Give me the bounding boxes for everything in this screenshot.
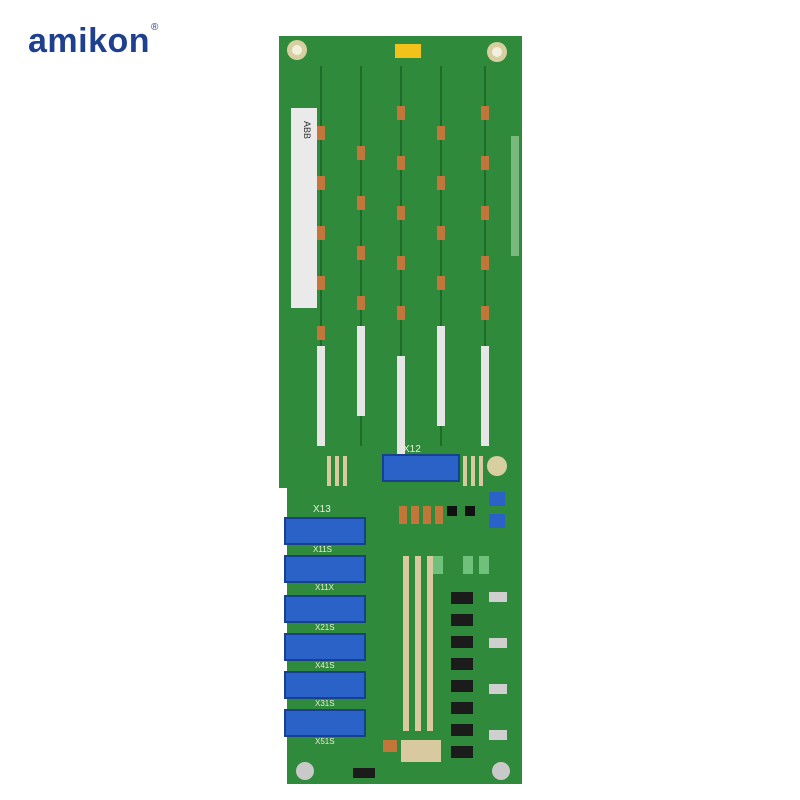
connector-x11s [284, 517, 366, 545]
bottom-component [383, 740, 397, 752]
connector-label-x12: X12 [403, 444, 421, 455]
center-components [399, 492, 505, 574]
connector-label-x51s: X51S [315, 737, 335, 746]
bottom-component [353, 768, 375, 778]
long-pads [317, 326, 489, 456]
product-sticker [291, 108, 317, 308]
bottom-component [401, 740, 441, 762]
board-notch [279, 488, 287, 784]
connector-label-x13: X13 [313, 504, 331, 515]
vertical-rails [403, 556, 433, 731]
amikon-logo: amikon® [28, 22, 159, 61]
connector-label-x21s: X21S [315, 623, 335, 632]
connector-stack: X11S X11X X21S X41S X31S X51S [284, 517, 366, 746]
connector-label-x31s: X31S [315, 699, 335, 708]
pcb-illustration: ABB [279, 36, 522, 784]
connector-label-x11x: X11X [315, 583, 335, 592]
abb-label: ABB [302, 121, 312, 139]
connector-x31s [284, 671, 366, 699]
mounting-hole [487, 456, 507, 476]
brand-name: amikon [28, 22, 151, 60]
resistor-array [327, 456, 483, 486]
pcb-board: ABB [279, 36, 522, 784]
connector-x21s [284, 595, 366, 623]
mounting-hole [296, 762, 314, 780]
warning-label [395, 44, 421, 58]
connector-x11x [284, 555, 366, 583]
power-components [451, 592, 507, 758]
mounting-hole [492, 762, 510, 780]
connector-x51s [284, 709, 366, 737]
edge-strip [511, 136, 519, 256]
registered-mark: ® [151, 22, 159, 33]
connector-x41s [284, 633, 366, 661]
connector-x12 [382, 454, 460, 482]
connector-label-x11s: X11S [313, 545, 332, 554]
connector-label-x41s: X41S [315, 661, 335, 670]
